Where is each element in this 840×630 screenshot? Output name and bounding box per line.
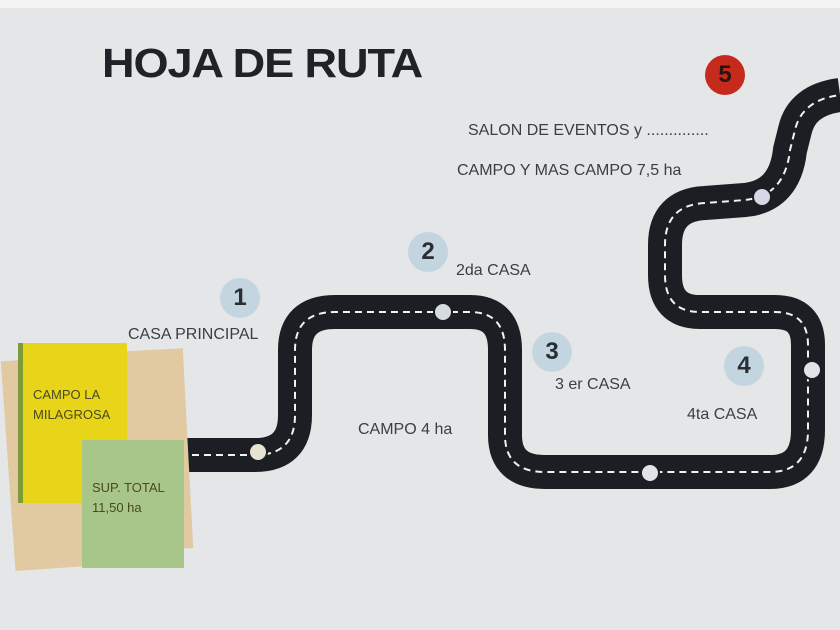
- stop-1-badge: 1: [220, 278, 260, 318]
- stop-5-badge: 5: [705, 55, 745, 95]
- yellow-card-line1: CAMPO LA: [33, 387, 101, 402]
- road-marker-3: [640, 463, 660, 483]
- yellow-card-line2: MILAGROSA: [33, 407, 111, 422]
- stop-4-badge: 4: [724, 346, 764, 386]
- stop-5-label-line1: SALON DE EVENTOS y ..............: [468, 122, 709, 139]
- road-marker-5: [752, 187, 772, 207]
- green-card-line2: 11,50 ha: [92, 500, 142, 515]
- field-label: CAMPO 4 ha: [358, 421, 453, 438]
- stop-2-badge: 2: [408, 232, 448, 272]
- stop-1-label: CASA PRINCIPAL: [128, 326, 259, 343]
- stop-3-label: 3 er CASA: [555, 376, 631, 393]
- road-marker-2: [433, 302, 453, 322]
- stop-4-label: 4ta CASA: [687, 406, 758, 423]
- top-bar: [0, 0, 840, 8]
- road-marker-4: [802, 360, 822, 380]
- road-marker-1: [248, 442, 268, 462]
- page-title: HOJA DE RUTA: [102, 40, 423, 86]
- green-card: SUP. TOTAL 11,50 ha: [82, 440, 184, 568]
- stop-3-badge: 3: [532, 332, 572, 372]
- stop-5-label-line2: CAMPO Y MAS CAMPO 7,5 ha: [457, 162, 682, 179]
- green-card-text: SUP. TOTAL 11,50 ha: [92, 478, 165, 518]
- stop-2-label: 2da CASA: [456, 262, 531, 279]
- green-card-line1: SUP. TOTAL: [92, 480, 165, 495]
- yellow-card-text: CAMPO LA MILAGROSA: [33, 385, 110, 425]
